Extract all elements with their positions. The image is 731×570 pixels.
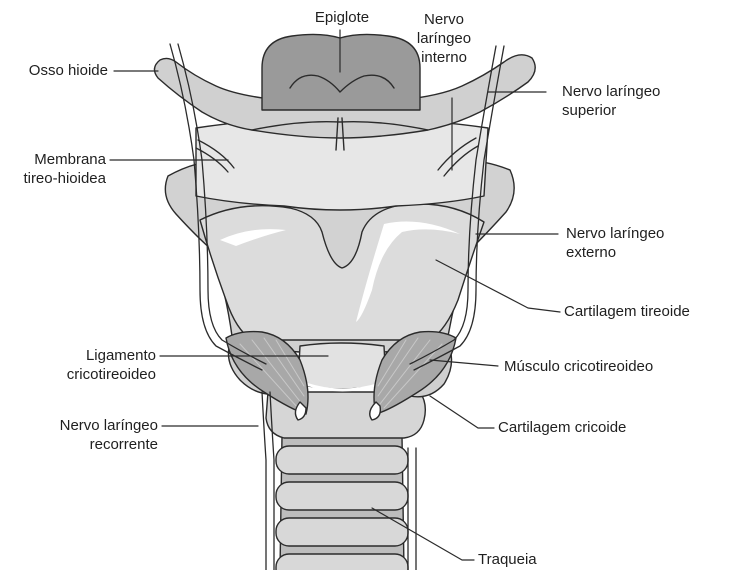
label-nervo-laringeo-recorrente: Nervo laríngeo recorrente: [10, 416, 158, 454]
label-osso-hioide: Osso hioide: [4, 61, 108, 80]
label-line: laríngeo: [404, 29, 484, 48]
label-line: Nervo laríngeo: [562, 82, 660, 101]
label-line: Ligamento: [22, 346, 156, 365]
label-nervo-laringeo-externo: Nervo laríngeo externo: [566, 224, 664, 262]
label-line: superior: [562, 101, 660, 120]
label-line: interno: [404, 48, 484, 67]
label-line: tireo-hioidea: [2, 169, 106, 188]
label-line: Membrana: [2, 150, 106, 169]
label-cartilagem-cricoide: Cartilagem cricoide: [498, 418, 626, 437]
label-traqueia: Traqueia: [478, 550, 537, 569]
label-line: Nervo laríngeo: [10, 416, 158, 435]
trachea-ring: [276, 446, 408, 474]
label-line: recorrente: [10, 435, 158, 454]
label-nervo-laringeo-superior: Nervo laríngeo superior: [562, 82, 660, 120]
label-line: externo: [566, 243, 664, 262]
label-membrana-tireo-hioidea: Membrana tireo-hioidea: [2, 150, 106, 188]
cricothyroid-ligament: [298, 343, 386, 389]
trachea: [276, 436, 408, 570]
trachea-ring: [276, 554, 408, 570]
label-ligamento-cricotireoideo: Ligamento cricotireoideo: [22, 346, 156, 384]
trachea-ring: [276, 482, 408, 510]
trachea-ring: [276, 518, 408, 546]
label-line: Nervo: [404, 10, 484, 29]
label-epiglote: Epiglote: [300, 8, 384, 27]
label-line: cricotireoideo: [22, 365, 156, 384]
label-musculo-cricotireoideo: Músculo cricotireoideo: [504, 357, 653, 376]
label-cartilagem-tireoide: Cartilagem tireoide: [564, 302, 690, 321]
label-nervo-laringeo-interno: Nervo laríngeo interno: [404, 10, 484, 67]
epiglottis: [262, 34, 420, 110]
label-line: Nervo laríngeo: [566, 224, 664, 243]
